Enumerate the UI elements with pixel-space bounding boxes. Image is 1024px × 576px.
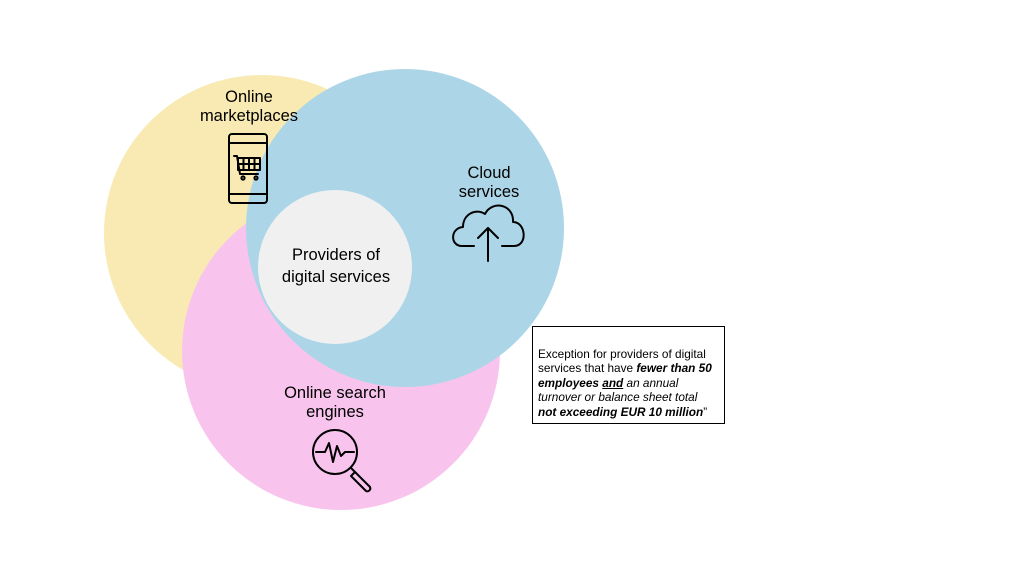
search-label-line1: Online search <box>284 384 386 402</box>
exception-note-box: Exception for providers of digital servi… <box>532 326 725 424</box>
marketplaces-label-line1: Online <box>225 88 273 106</box>
shopping-cart-phone-icon <box>228 133 268 204</box>
marketplaces-label: Online marketplaces <box>184 88 314 126</box>
center-label: Providers of digital services <box>262 245 410 289</box>
cloud-label: Cloud services <box>434 164 544 202</box>
note-closing-quote: ” <box>703 404 708 419</box>
marketplaces-label-line2: marketplaces <box>199 106 299 125</box>
note-text-1: Exception for providers of digital servi… <box>538 347 706 376</box>
note-text-5: an annual turnover or balance sheet tota… <box>538 375 698 405</box>
center-circle <box>258 190 412 344</box>
center-label-line2: digital services <box>281 267 391 286</box>
center-label-line1: Providers of <box>291 246 381 264</box>
cloud-upload-icon <box>452 204 525 262</box>
cloud-label-line1: Cloud <box>467 164 511 182</box>
search-label: Online search engines <box>260 384 410 422</box>
search-label-line2: engines <box>306 402 364 421</box>
note-turnover-threshold: not exceeding EUR 10 million <box>538 404 704 419</box>
search-analytics-icon <box>312 429 372 493</box>
note-and: and <box>602 375 624 390</box>
note-employees-threshold: fewer than 50 employees <box>538 361 712 390</box>
cloud-label-line2: services <box>458 182 520 201</box>
